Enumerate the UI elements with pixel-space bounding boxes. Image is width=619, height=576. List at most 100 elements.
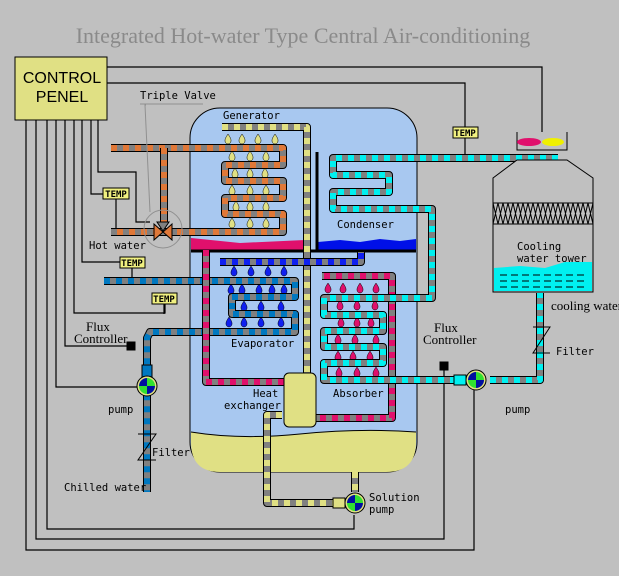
label: Controller xyxy=(74,331,128,346)
drop xyxy=(262,217,270,229)
drop xyxy=(337,316,345,328)
drop xyxy=(228,217,236,229)
drop xyxy=(247,265,255,277)
drop xyxy=(225,316,233,328)
drop xyxy=(371,299,379,311)
cooling-water-pump[interactable] xyxy=(453,369,487,391)
label: Solution xyxy=(369,492,420,504)
pipes xyxy=(104,123,558,507)
label: Hot water xyxy=(89,240,146,252)
drop xyxy=(246,217,254,229)
flux-controller-left xyxy=(126,341,136,351)
control-wire xyxy=(46,120,355,530)
drop xyxy=(339,282,347,294)
control-wire xyxy=(107,82,466,127)
svg-text:TEMP: TEMP xyxy=(153,295,175,305)
control-wire xyxy=(81,120,120,263)
drop xyxy=(356,282,364,294)
fan-blade xyxy=(542,138,564,146)
label: Heat xyxy=(253,388,278,400)
cooling-tower xyxy=(492,132,594,293)
fan-blade xyxy=(517,138,541,146)
drop xyxy=(246,150,254,162)
label: Filter xyxy=(556,346,594,358)
control-panel-label: PENEL xyxy=(36,89,89,106)
temp-sensor: TEMP xyxy=(119,256,146,269)
label: Triple Valve xyxy=(140,90,216,102)
generator-solution-pipe xyxy=(222,123,311,375)
drop xyxy=(262,150,270,162)
drop xyxy=(257,316,265,328)
drop xyxy=(277,316,285,328)
label: Flux xyxy=(434,320,458,335)
solution-pool xyxy=(191,430,416,472)
chilled-water-pipe xyxy=(104,277,299,492)
packing xyxy=(492,202,594,225)
control-wire xyxy=(97,120,150,223)
svg-text:TEMP: TEMP xyxy=(454,129,476,139)
control-wires xyxy=(25,66,543,551)
label: Generator xyxy=(223,110,280,122)
cooling-water-pipe xyxy=(320,154,558,384)
cooling-water-pipe xyxy=(490,293,544,384)
control-wire xyxy=(90,120,103,195)
condenser-liquid xyxy=(318,239,416,250)
hot-water-pipe xyxy=(111,144,287,236)
drop xyxy=(264,265,272,277)
filter-left xyxy=(137,433,157,461)
heat-exchanger xyxy=(283,372,317,428)
label: pump xyxy=(108,404,133,416)
drop xyxy=(372,282,380,294)
label: Chilled water xyxy=(64,482,146,494)
weak-solution-pipe xyxy=(263,411,342,507)
diagram-title: Integrated Hot-water Type Central Air-co… xyxy=(76,23,531,48)
drop xyxy=(353,316,361,328)
control-wire xyxy=(55,120,138,388)
drop xyxy=(353,299,361,311)
drop xyxy=(367,316,375,328)
label: Condenser xyxy=(337,219,394,231)
control-wire xyxy=(35,120,445,540)
label: water tower xyxy=(517,253,587,265)
svg-text:TEMP: TEMP xyxy=(121,259,143,269)
label: Cooling xyxy=(517,241,561,253)
label: exchanger xyxy=(224,400,281,412)
drop xyxy=(224,133,232,145)
label: pump xyxy=(369,504,394,516)
label: Controller xyxy=(423,332,477,347)
drop xyxy=(254,133,262,145)
temp-sensor: TEMP xyxy=(102,187,130,200)
tower-water xyxy=(494,262,592,291)
drop xyxy=(271,133,279,145)
refrigerant-pipe xyxy=(220,252,365,266)
control-wire xyxy=(107,66,543,132)
control-panel[interactable]: CONTROL PENEL xyxy=(14,56,108,121)
svg-text:TEMP: TEMP xyxy=(105,190,127,200)
temp-sensor: TEMP xyxy=(452,126,479,139)
label: Filter xyxy=(152,447,190,459)
generator-liquid xyxy=(191,238,305,250)
temp-sensor: TEMP xyxy=(151,292,178,305)
flux-controller-right xyxy=(439,361,449,371)
filter-right xyxy=(532,326,551,354)
drop xyxy=(228,150,236,162)
control-wire xyxy=(25,120,475,551)
control-panel-label: CONTROL xyxy=(23,70,101,87)
chilled-water-pump[interactable] xyxy=(136,364,158,397)
triple-valve[interactable] xyxy=(140,103,203,249)
solution-pump[interactable] xyxy=(332,492,366,514)
label: Flux xyxy=(86,319,110,334)
drop xyxy=(336,299,344,311)
control-wire xyxy=(73,120,166,314)
label: cooling water xyxy=(551,298,619,313)
control-wire xyxy=(64,120,128,347)
drop xyxy=(240,316,248,328)
drop xyxy=(280,265,288,277)
drop xyxy=(238,133,246,145)
drop xyxy=(324,282,332,294)
label: Absorber xyxy=(333,388,384,400)
drop xyxy=(230,265,238,277)
label: Evaporator xyxy=(231,338,294,350)
